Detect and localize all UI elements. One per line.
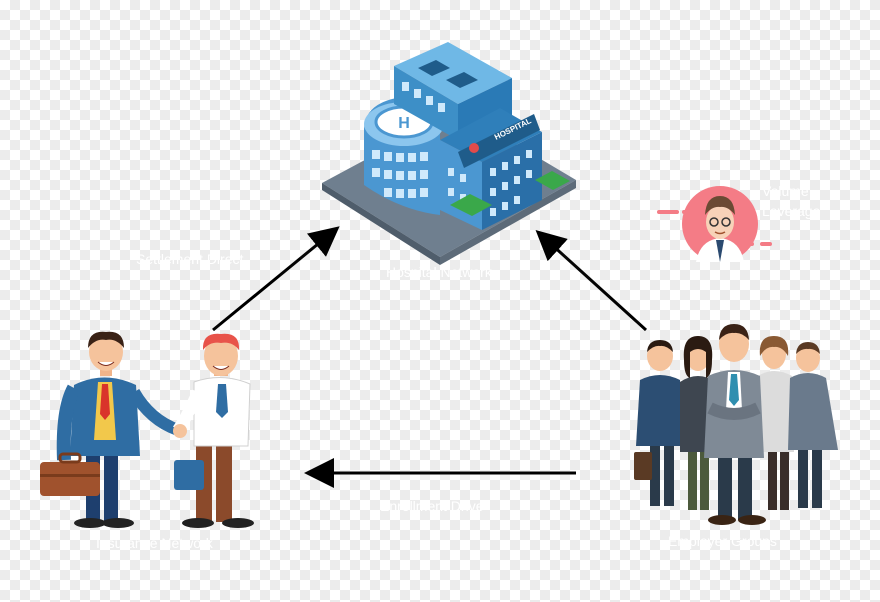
helipad-letter: H: [398, 115, 410, 132]
employee-group-illustration: [634, 324, 838, 525]
label-hospital-network: Hospital Network: [386, 264, 492, 280]
label-settlement-direct: Settlement Direct: [136, 251, 244, 267]
label-volume: Volume: [762, 183, 809, 199]
label-enrollment-drive: Enrollment Drive: [380, 498, 484, 514]
arrow-insurance-to-hospital: [212, 226, 340, 332]
doctor-avatar-icon: [657, 186, 772, 262]
label-leverage: Leverage: [762, 203, 821, 219]
arrow-employers-to-hospital: [535, 229, 648, 332]
hospital-illustration: H HOSPITAL: [322, 42, 576, 265]
label-insurance-network: Insurance Network: [96, 535, 213, 551]
label-employer-groups: Employer Groups: [668, 533, 777, 549]
handshake-people-illustration: [40, 331, 254, 528]
